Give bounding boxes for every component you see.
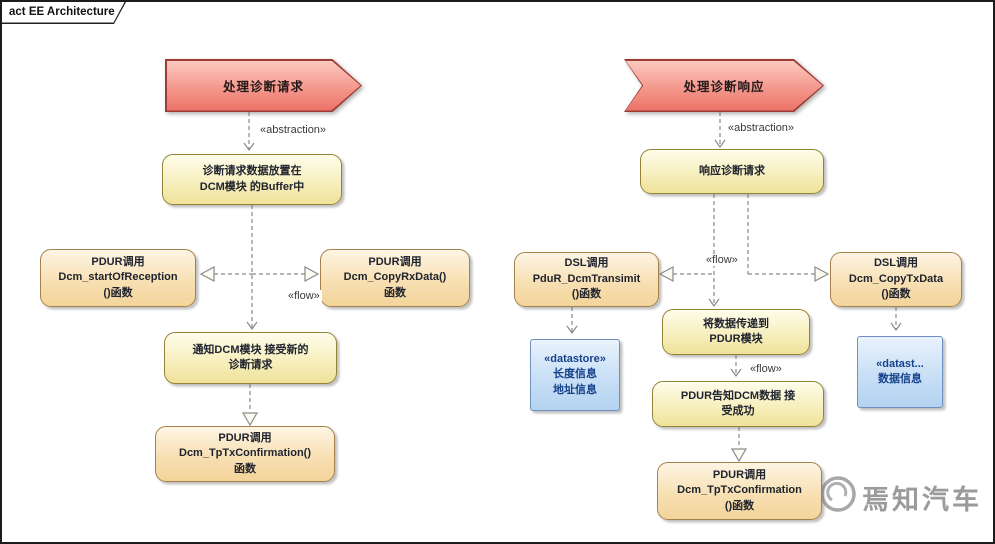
flow-label-right-upper: «flow» [704,254,740,266]
edge-transfer-to-ack [730,355,742,378]
activity-transfer-to-pdur[interactable]: 将数据传递到 PDUR模块 [662,309,810,355]
activity-notify-dcm[interactable]: 通知DCM模块 接受新的 诊断请求 [164,332,337,384]
edge-branch-startofreception [199,265,252,283]
activity-pdur-ack-dcm[interactable]: PDUR告知DCM数据 接 受成功 [652,381,824,427]
banner-label: 处理诊断请求 [166,60,361,111]
flow-label-left: «flow» [286,290,322,302]
call-pdur-dcmtransimit[interactable]: DSL调用 PduR_DcmTransimit ()函数 [514,252,659,307]
abstraction-label-right: «abstraction» [726,122,797,134]
edge-notify-to-tptxconfirmation [241,384,259,427]
frame-title: act EE Architecture [2,2,125,23]
call-dcm-startofreception[interactable]: PDUR调用 Dcm_startOfReception ()函数 [40,249,196,307]
call-dcm-tptxconfirmation-left[interactable]: PDUR调用 Dcm_TpTxConfirmation() 函数 [155,426,335,482]
flow-label-right-lower: «flow» [748,363,784,375]
watermark-text: 焉知汽车 [862,485,982,515]
call-dcm-tptxconfirmation-right[interactable]: PDUR调用 Dcm_TpTxConfirmation ()函数 [657,462,822,520]
datastore-data-info[interactable]: «datast... 数据信息 [857,336,943,408]
edge-transimit-to-datastore [566,307,578,335]
datastore-length-address-info[interactable]: «datastore» 长度信息 地址信息 [530,339,620,411]
edge-branch-copytxdata [748,265,830,283]
call-dcm-copyrxdata[interactable]: PDUR调用 Dcm_CopyRxData() 函数 [320,249,470,307]
frame-tab: act EE Architecture [2,2,126,24]
edge-banner-to-response [714,112,726,149]
banner-process-diagnostic-response[interactable]: 处理诊断响应 [624,59,824,112]
activity-respond-request[interactable]: 响应诊断请求 [640,149,824,194]
edge-ack-to-tptxconfirmation [730,427,748,463]
edge-branch-copyrxdata [252,265,320,283]
edge-buffer-to-notify [246,205,258,331]
edge-banner-to-buffer [243,112,255,152]
edge-response-to-transfer [708,194,749,308]
banner-label: 处理诊断响应 [625,60,823,111]
abstraction-label-left: «abstraction» [258,124,329,136]
activity-buffer-placement[interactable]: 诊断请求数据放置在 DCM模块 的Buffer中 [162,154,342,205]
edge-branch-pdurdcmtransimit [658,265,714,283]
edge-copytx-to-datastore [890,307,902,332]
banner-process-diagnostic-request[interactable]: 处理诊断请求 [165,59,362,112]
watermark-logo-icon [820,476,856,512]
call-dcm-copytxdata[interactable]: DSL调用 Dcm_CopyTxData ()函数 [830,252,962,307]
